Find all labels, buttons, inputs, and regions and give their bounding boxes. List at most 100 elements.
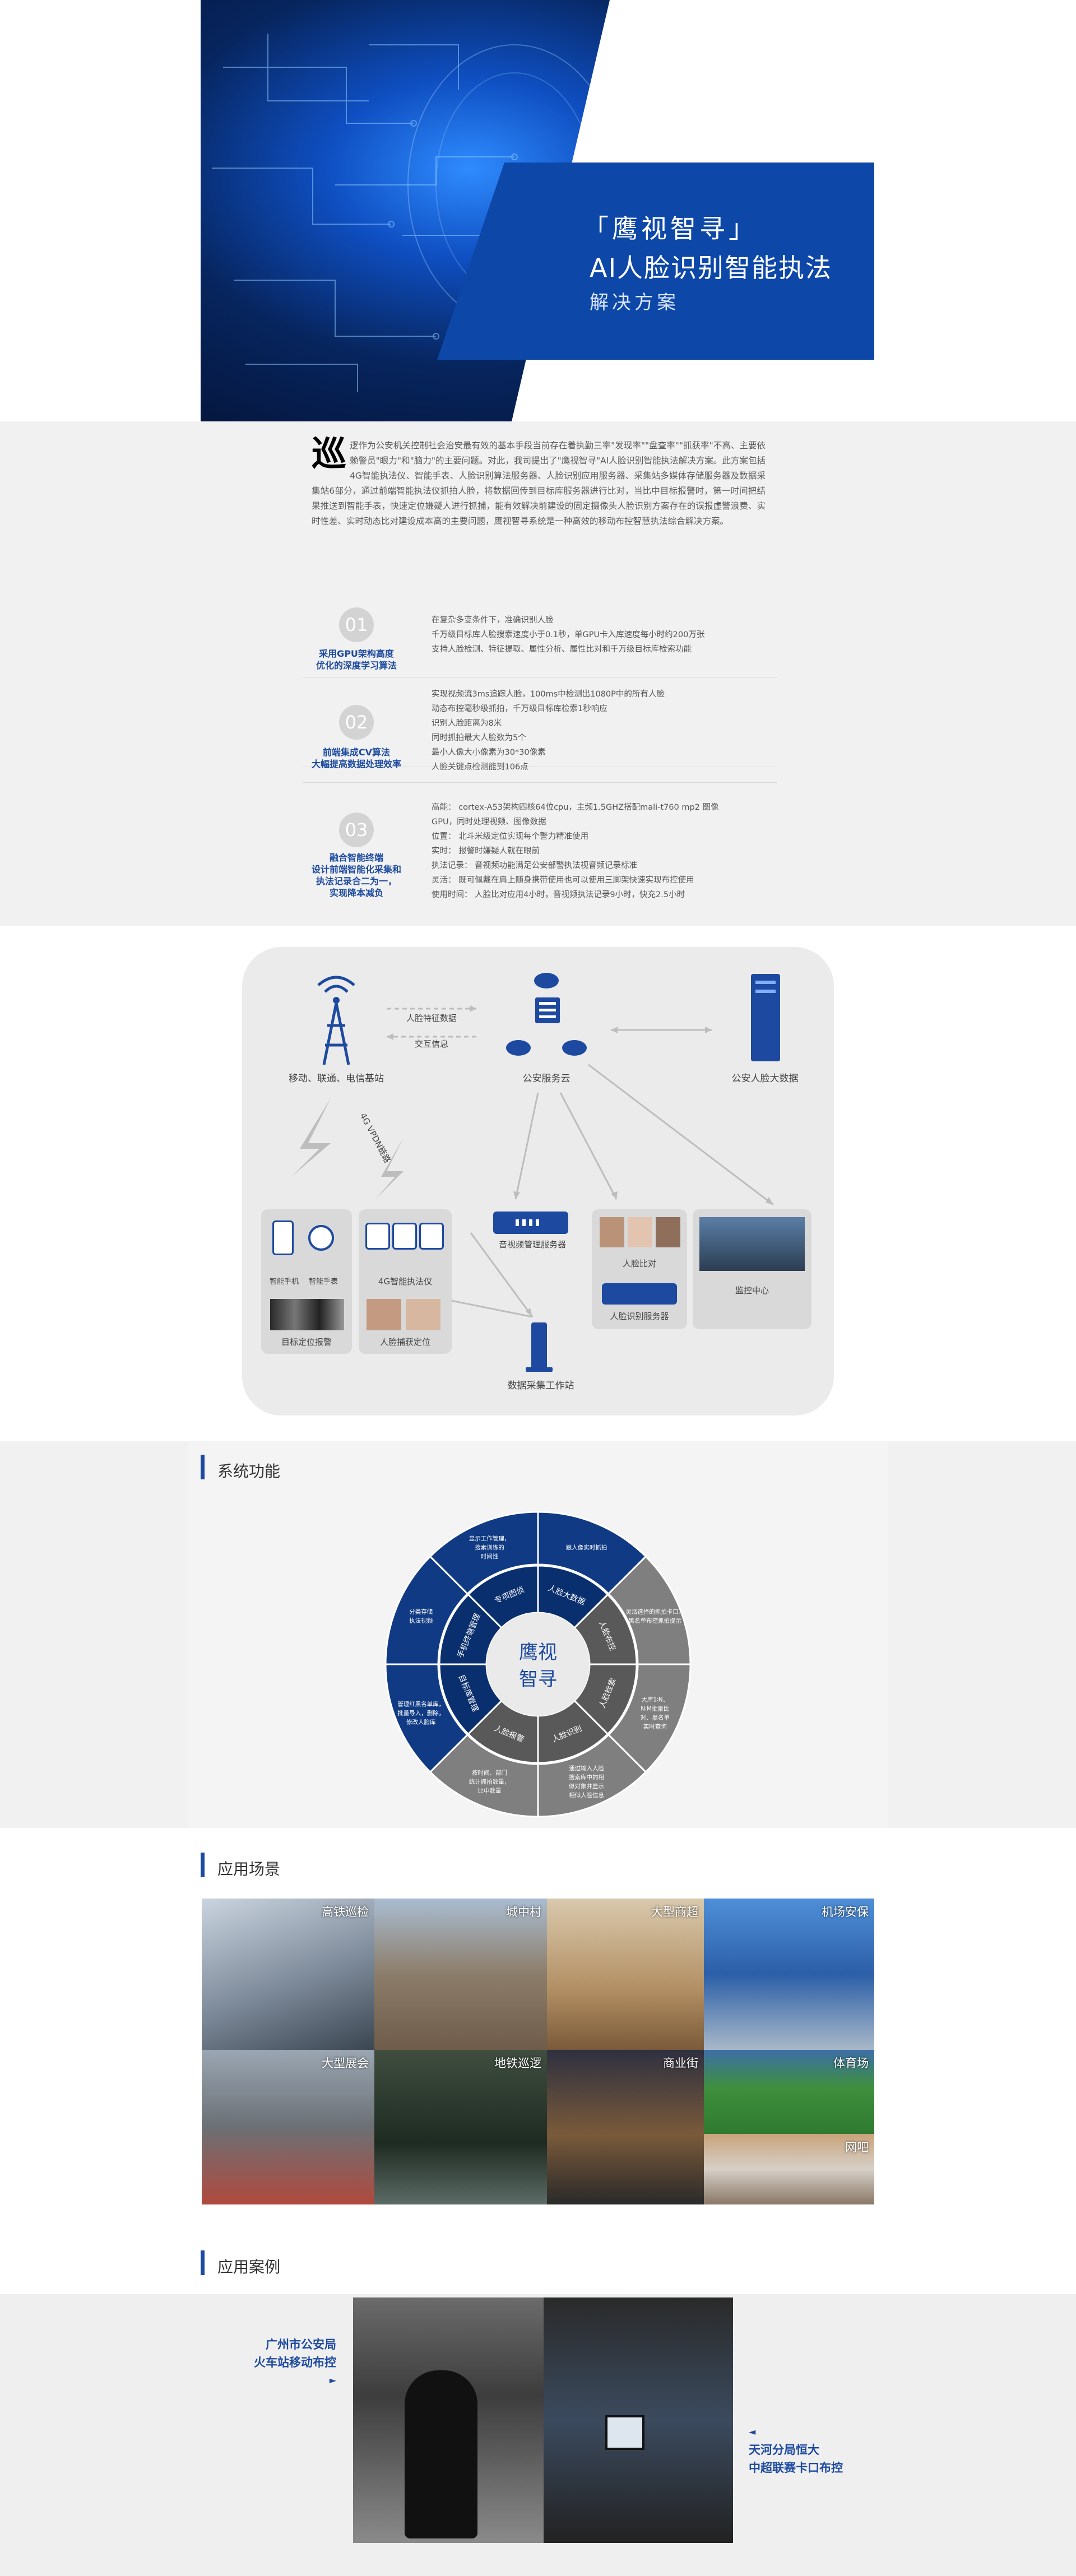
ring-description: 搜索训练的 bbox=[475, 1544, 504, 1551]
ring-description: 管理红黑名单库， bbox=[397, 1700, 444, 1707]
ring-outer-segment bbox=[429, 1511, 539, 1595]
hero-brand: 「鹰视智寻」 bbox=[583, 213, 758, 244]
triangle-left-icon: ◄ bbox=[749, 2426, 756, 2437]
label-face-compare: 人脸比对 bbox=[622, 1259, 656, 1269]
ring-description: 统计抓拍数量， bbox=[469, 1778, 511, 1785]
label-workstation: 数据采集工作站 bbox=[507, 1380, 574, 1391]
label-recorder: 4G智能执法仪 bbox=[378, 1277, 433, 1287]
ring-description: 似对象并显示 bbox=[569, 1783, 604, 1790]
ring-center-line1: 鹰视 bbox=[519, 1641, 557, 1664]
scene-tile: 高铁巡检 bbox=[202, 1899, 374, 2050]
phone-icon bbox=[272, 1220, 294, 1255]
case-right-caption: ◄ 天河分局恒大 中超联赛卡口布控 bbox=[749, 2423, 883, 2477]
section-bar bbox=[201, 1455, 205, 1479]
ring-description: 时间性 bbox=[481, 1553, 499, 1560]
ring-description: 相似人脸信息 bbox=[569, 1791, 604, 1799]
label-face-server: 人脸识别服务器 bbox=[610, 1311, 669, 1321]
hero-title: AI人脸识别智能执法 bbox=[590, 253, 833, 283]
monitor-photo bbox=[699, 1217, 805, 1271]
scene-tile: 网吧 bbox=[704, 2134, 874, 2204]
ring-description: 黑名单布控抓拍提示 bbox=[629, 1617, 682, 1624]
face-server-icon bbox=[602, 1283, 677, 1305]
scene-label: 大型展会 bbox=[322, 2057, 369, 2070]
label-interact: 交互信息 bbox=[414, 1039, 448, 1049]
intro-section bbox=[0, 421, 1076, 926]
feature-number: 03 bbox=[339, 813, 374, 847]
scene-label: 地铁巡逻 bbox=[494, 2057, 541, 2070]
triangle-right-icon: ► bbox=[329, 2375, 336, 2385]
feature-title: 融合智能终端 设计前端智能化采集和 执法记录合二为一， 实现降本减负 bbox=[311, 852, 401, 898]
feature-1: 01 采用GPU架构高度 优化的深度学习算法 bbox=[289, 602, 424, 675]
ring-description: 实时查询 bbox=[643, 1723, 667, 1730]
recorder-icon bbox=[392, 1223, 417, 1250]
ring-description: 比中数量 bbox=[478, 1787, 502, 1794]
ring-description: 跟人像实时抓拍 bbox=[566, 1544, 607, 1551]
feature-number: 01 bbox=[339, 607, 374, 642]
scene-label: 网吧 bbox=[845, 2141, 869, 2154]
hero-subtitle: 解决方案 bbox=[590, 291, 679, 314]
feature-3: 03 融合智能终端 设计前端智能化采集和 执法记录合二为一， 实现降本减负 bbox=[289, 796, 424, 908]
scene-tile: 城中村 bbox=[374, 1899, 547, 2050]
ring-description: 灵活选择的抓拍卡口、 bbox=[625, 1608, 684, 1616]
face-photo bbox=[600, 1217, 624, 1247]
scene-tile: 体育场 bbox=[704, 2050, 874, 2134]
label-bigdata: 公安人脸大数据 bbox=[731, 1073, 799, 1084]
intro-lead-char: 巡 bbox=[312, 433, 347, 474]
ring-description: 执法视频 bbox=[409, 1617, 433, 1624]
label-capture: 人脸捕获定位 bbox=[379, 1337, 430, 1347]
label-av-server: 音视频管理服务器 bbox=[498, 1240, 566, 1250]
scene-label: 机场安保 bbox=[822, 1905, 869, 1919]
officer-figure bbox=[405, 2370, 477, 2538]
feature-3-lines: 高能： cortex-A53架构四核64位cpu，主频1.5GHZ搭配mali-… bbox=[432, 803, 719, 899]
scene-tile: 大型商超 bbox=[547, 1899, 704, 2050]
ring-description: 按时间、部门 bbox=[472, 1769, 507, 1776]
feature-divider bbox=[303, 782, 777, 783]
scene-label: 商业街 bbox=[663, 2057, 698, 2070]
face-photo bbox=[656, 1217, 680, 1247]
scene-label: 体育场 bbox=[833, 2057, 869, 2070]
scene-label: 大型商超 bbox=[651, 1905, 698, 1919]
watch-icon bbox=[308, 1225, 334, 1251]
label-feature-data: 人脸特征数据 bbox=[406, 1013, 457, 1023]
intro-paragraph: 巡逻作为公安机关控制社会治安最有效的基本手段当前存在着执勤三率"发现率""盘查率… bbox=[312, 433, 766, 527]
scene-tile: 机场安保 bbox=[704, 1899, 874, 2050]
face-photo bbox=[628, 1217, 652, 1247]
recorder-icon bbox=[365, 1223, 390, 1250]
feature-title: 前端集成CV算法 大幅提高数据处理效率 bbox=[311, 747, 401, 769]
recorder-icon bbox=[419, 1223, 444, 1250]
face-photo bbox=[367, 1299, 401, 1330]
label-cloud: 公安服务云 bbox=[522, 1073, 571, 1084]
ring-center bbox=[486, 1613, 590, 1716]
bigdata-server-icon bbox=[751, 974, 780, 1061]
label-base-station: 移动、联通、电信基站 bbox=[289, 1073, 384, 1084]
label-phone: 智能手机 bbox=[269, 1278, 299, 1286]
scene-label: 城中村 bbox=[506, 1905, 541, 1919]
scenes-title: 应用场景 bbox=[217, 1860, 281, 1878]
ring-description: 分类存储 bbox=[409, 1608, 433, 1616]
case-left-caption: 广州市公安局 火车站移动布控 ► bbox=[224, 2336, 336, 2389]
scene-label: 高铁巡检 bbox=[322, 1905, 369, 1919]
ring-description: 对、黑名单 bbox=[641, 1714, 670, 1721]
scene-tile: 商业街 bbox=[547, 2050, 704, 2204]
ring-description: N∶M批量比 bbox=[641, 1705, 669, 1712]
ring-center-line2: 智寻 bbox=[519, 1668, 557, 1691]
functions-title: 系统功能 bbox=[217, 1462, 281, 1480]
label-watch: 智能手表 bbox=[308, 1278, 338, 1286]
hero-title-box bbox=[437, 163, 874, 360]
feature-1-lines: 在复杂多变条件下，准确识别人脸 千万级目标库人脸搜索速度小于0.1秒，单GPU卡… bbox=[432, 616, 705, 654]
scene-tile: 大型展会 bbox=[202, 2050, 374, 2204]
ring-description: 显示工作管理， bbox=[469, 1535, 511, 1542]
ring-description: 大库1∶N、 bbox=[641, 1696, 669, 1703]
feature-2-lines: 实现视频流3ms追踪人脸，100ms中检测出1080P中的所有人脸 动态布控毫秒… bbox=[432, 690, 665, 772]
label-target: 目标定位报警 bbox=[281, 1337, 332, 1347]
ring-description: 修改人脸库 bbox=[406, 1718, 436, 1725]
scene-tile: 地铁巡逻 bbox=[374, 2050, 547, 2204]
ring-description: 批量导入，删除， bbox=[397, 1709, 444, 1716]
feature-number: 02 bbox=[339, 705, 374, 740]
ring-description: 搜索库中的相 bbox=[569, 1774, 604, 1781]
label-monitor: 监控中心 bbox=[735, 1285, 769, 1296]
section-bar bbox=[201, 1853, 205, 1877]
